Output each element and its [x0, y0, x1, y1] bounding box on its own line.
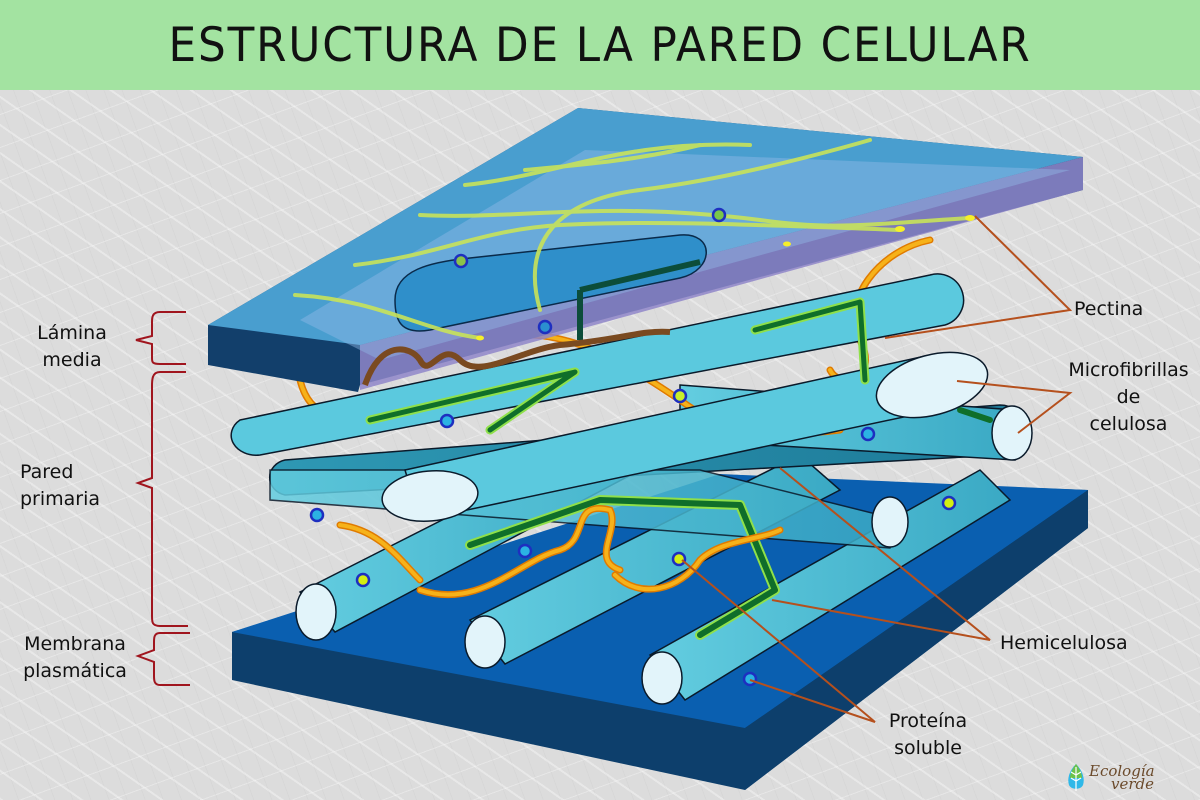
page-title: ESTRUCTURA DE LA PARED CELULAR	[168, 17, 1032, 73]
label-lamina-media: Lámina media	[22, 320, 122, 374]
label-membrana-plasmatica: Membrana plasmática	[10, 631, 140, 685]
header-bar: ESTRUCTURA DE LA PARED CELULAR	[0, 0, 1200, 90]
label-line: Pectina	[1074, 298, 1144, 320]
brackets	[135, 311, 190, 686]
label-line: Lámina	[37, 322, 107, 344]
leader-lines	[681, 215, 1073, 723]
label-pectina: Pectina	[1074, 296, 1143, 323]
ecologia-verde-logo: Ecología verde	[1066, 763, 1155, 793]
logo-text-ecologia: Ecología	[1089, 762, 1155, 780]
hemicellulose-upper	[365, 297, 870, 435]
hemicellulose-strands	[465, 407, 993, 640]
soluble-proteins	[309, 207, 957, 687]
label-proteina-soluble: Proteína soluble	[878, 708, 978, 762]
label-pared-primaria: Pared primaria	[20, 459, 100, 513]
label-line: plasmática	[23, 660, 127, 682]
pectin-strands	[293, 138, 972, 340]
leaf-icon	[1068, 764, 1084, 791]
label-line: media	[42, 349, 102, 371]
label-line: celulosa	[1089, 413, 1168, 435]
label-line: soluble	[894, 737, 962, 759]
pectin-strand-ends	[476, 215, 975, 341]
label-microfibrillas: Microfibrillas de celulosa	[1056, 357, 1200, 438]
label-line: primaria	[20, 488, 101, 510]
label-hemicelulosa: Hemicelulosa	[1000, 630, 1128, 657]
label-line: Microfibrillas	[1068, 359, 1189, 381]
logo-text-verde: verde	[1111, 775, 1155, 793]
label-line: Hemicelulosa	[1000, 632, 1128, 654]
label-line: Proteína	[888, 710, 968, 732]
label-line: de	[1116, 386, 1141, 408]
label-line: Pared	[20, 461, 74, 483]
label-line: Membrana	[24, 633, 126, 655]
